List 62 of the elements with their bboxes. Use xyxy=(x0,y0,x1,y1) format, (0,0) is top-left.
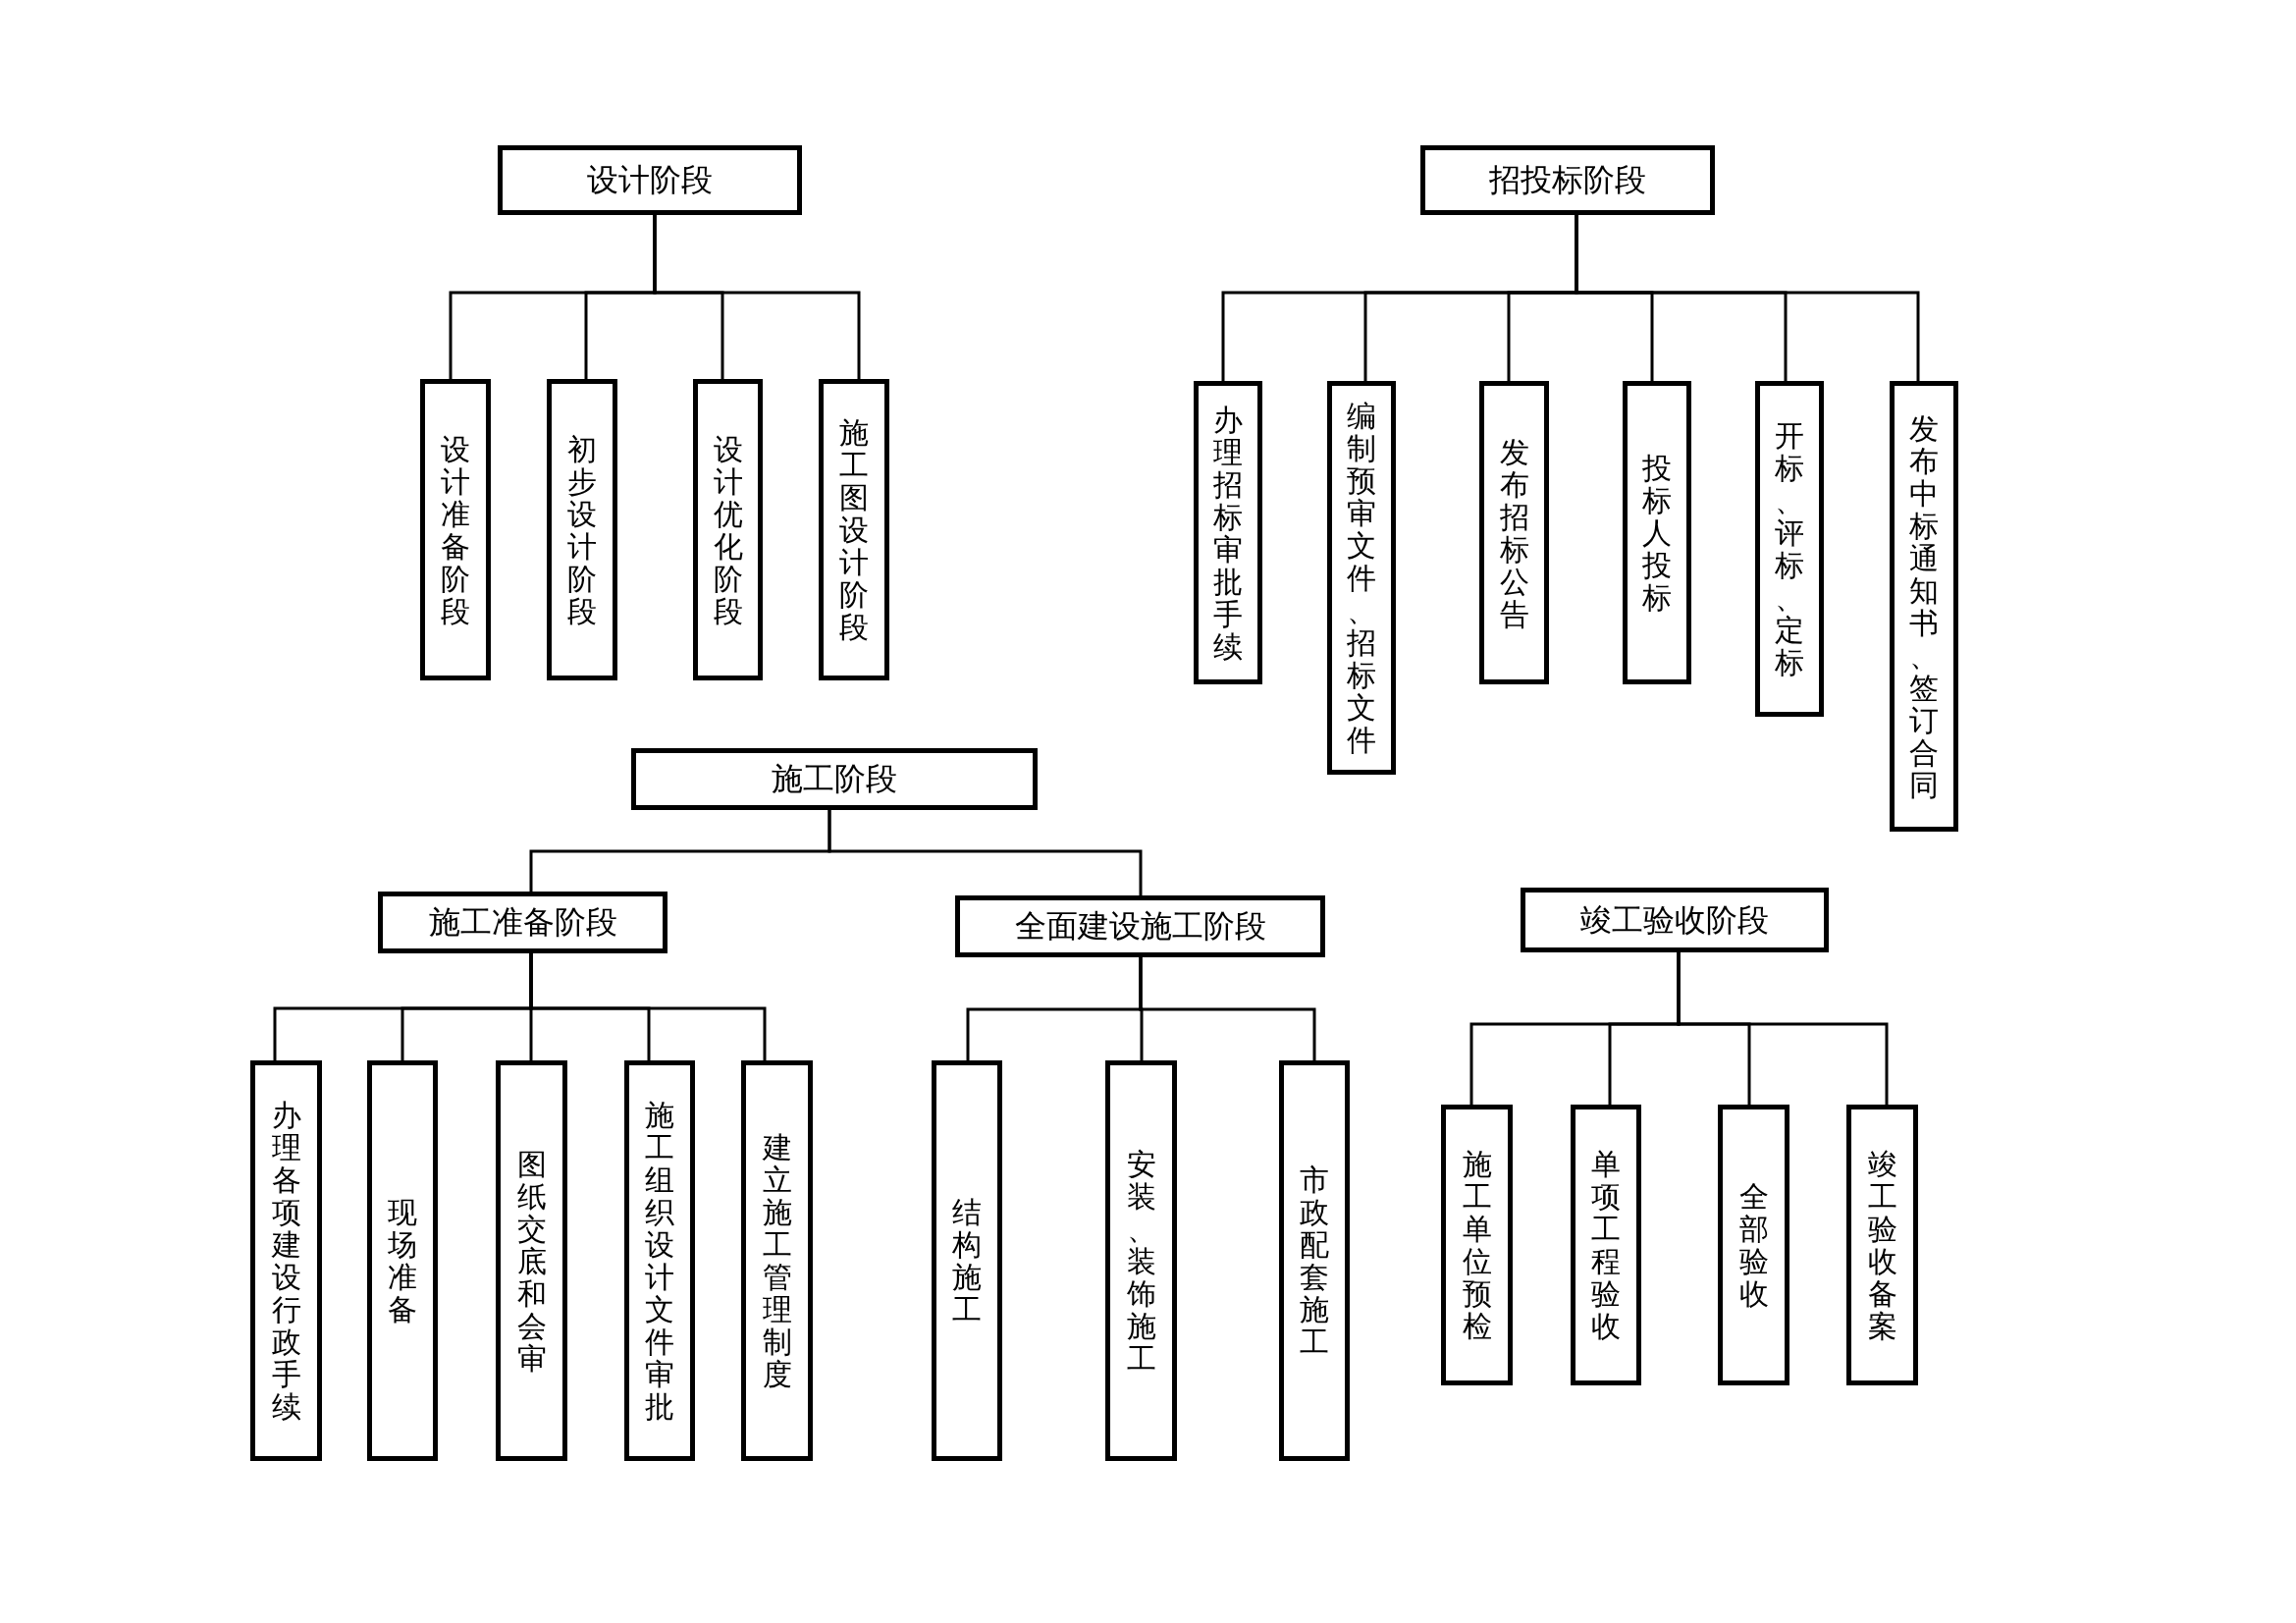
task-label: 结构施工 xyxy=(952,1196,982,1325)
stage-box xyxy=(631,748,1038,810)
stage-label: 全面建设施工阶段 xyxy=(1014,907,1266,946)
stage-box xyxy=(378,892,667,953)
task-box xyxy=(1194,381,1262,684)
task-box xyxy=(1846,1105,1918,1385)
task-box xyxy=(1890,381,1958,832)
task-label: 施工图设计阶段 xyxy=(839,416,869,643)
stage-label: 施工准备阶段 xyxy=(428,903,617,942)
task-label: 发布中标通知书、签订合同 xyxy=(1909,411,1939,801)
task-label: 开标、评标、定标 xyxy=(1775,419,1804,678)
task-label: 投标人投标 xyxy=(1642,452,1672,614)
task-label: 发布招标公告 xyxy=(1499,435,1529,630)
task-label: 设计优化阶段 xyxy=(713,432,743,627)
task-label: 竣工验收备案 xyxy=(1867,1148,1897,1342)
task-box xyxy=(1105,1060,1177,1461)
task-box xyxy=(1479,381,1549,684)
task-box xyxy=(1623,381,1691,684)
task-label: 建立施工管理制度 xyxy=(762,1131,792,1390)
task-box xyxy=(1327,381,1396,775)
stage-label: 施工阶段 xyxy=(772,760,897,798)
task-box xyxy=(1571,1105,1641,1385)
stage-label: 竣工验收阶段 xyxy=(1580,900,1769,940)
task-box xyxy=(367,1060,438,1461)
task-label: 施工组织设计文件审批 xyxy=(645,1099,674,1423)
task-box xyxy=(1441,1105,1513,1385)
task-label: 图纸交底和会审 xyxy=(516,1147,547,1375)
stage-box xyxy=(498,145,802,215)
connector-line xyxy=(1677,952,1889,1105)
task-box xyxy=(741,1060,813,1461)
task-box xyxy=(693,379,763,680)
task-label: 施工单位预检 xyxy=(1462,1148,1492,1342)
task-label: 办理招标审批手续 xyxy=(1213,403,1243,663)
task-box xyxy=(624,1060,695,1461)
connector-line xyxy=(529,953,767,1060)
connector-line xyxy=(1575,215,1920,381)
task-label: 现场准备 xyxy=(388,1196,417,1325)
stage-box xyxy=(955,895,1325,957)
task-label: 设计准备阶段 xyxy=(441,432,470,627)
stage-box xyxy=(1521,888,1829,952)
task-label: 单项工程验收 xyxy=(1591,1148,1621,1342)
stage-box xyxy=(1420,145,1715,215)
connector-line xyxy=(828,810,1143,895)
task-label: 安装、装饰施工 xyxy=(1126,1147,1156,1375)
task-box xyxy=(932,1060,1002,1461)
task-box xyxy=(819,379,889,680)
task-label: 全部验收 xyxy=(1738,1180,1769,1310)
connector-line xyxy=(1139,957,1316,1060)
task-box xyxy=(1718,1105,1789,1385)
stage-label: 招投标阶段 xyxy=(1489,161,1646,199)
task-box xyxy=(420,379,491,680)
task-label: 初步设计阶段 xyxy=(567,432,597,627)
task-box xyxy=(1279,1060,1350,1461)
stage-label: 设计阶段 xyxy=(587,161,713,199)
task-box xyxy=(250,1060,322,1461)
task-label: 编制预审文件、招标文件 xyxy=(1347,400,1376,756)
task-box xyxy=(496,1060,567,1461)
task-label: 市政配套施工 xyxy=(1300,1163,1329,1358)
task-label: 办理各项建设行政手续 xyxy=(271,1099,301,1423)
task-box xyxy=(1755,381,1824,717)
connector-line xyxy=(653,215,861,379)
task-box xyxy=(547,379,617,680)
